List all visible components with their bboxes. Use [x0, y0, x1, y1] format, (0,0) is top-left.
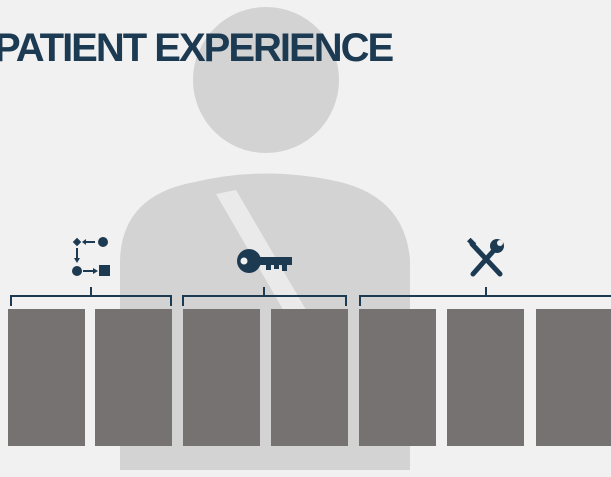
group-3-block-3 [536, 309, 611, 446]
group-1-block-1 [8, 309, 85, 446]
group-3-block-2 [447, 309, 524, 446]
group-2-block-2 [271, 309, 348, 446]
bracket-group-1 [11, 287, 171, 306]
group-2-block-1 [183, 309, 260, 446]
bracket-group-3 [360, 287, 611, 306]
group-3-block-1 [359, 309, 436, 446]
bracket-group-2 [183, 287, 346, 306]
group-1-block-2 [95, 309, 172, 446]
